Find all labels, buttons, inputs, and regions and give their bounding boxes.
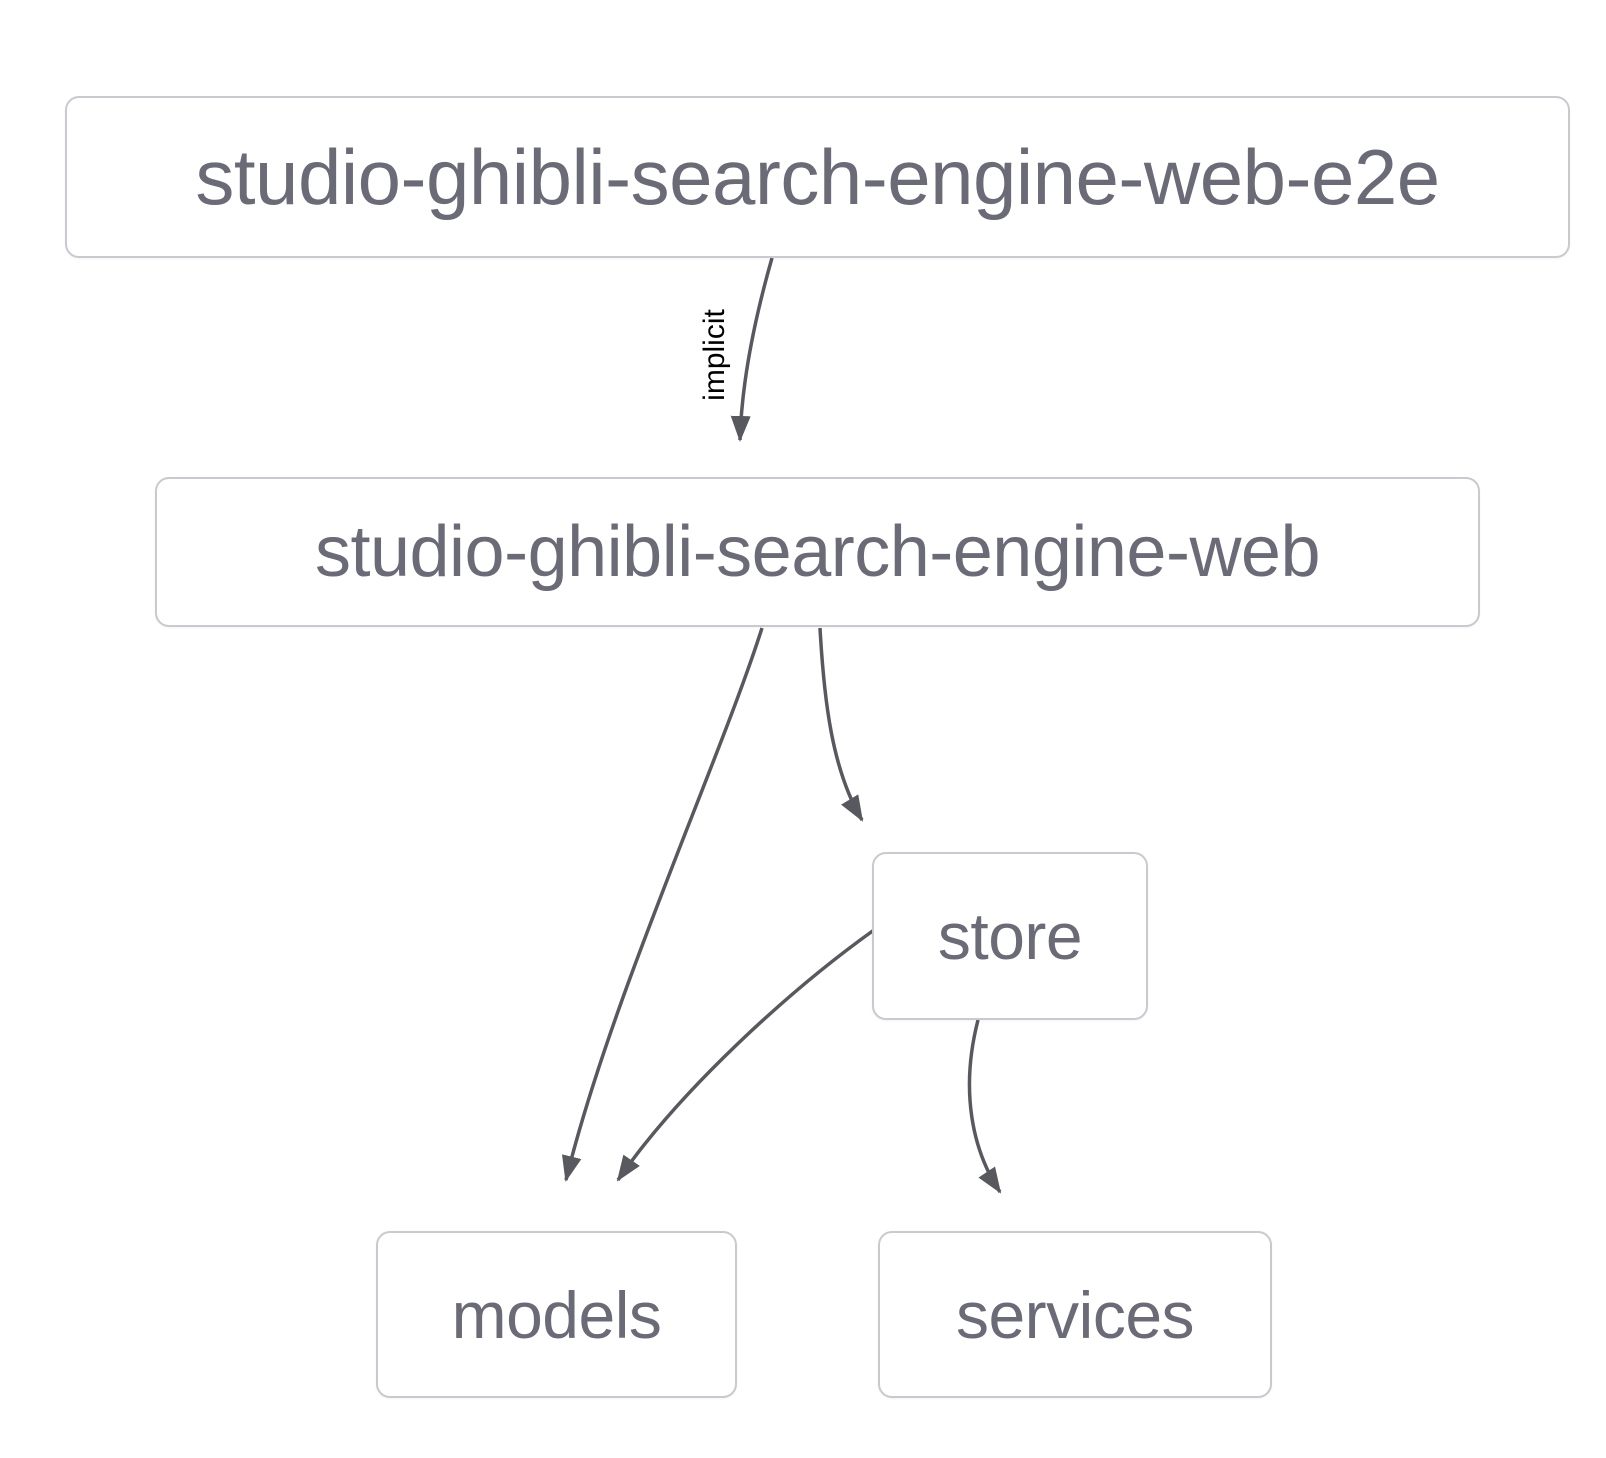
edge-store-to-services [967,1019,1002,1194]
graph-node-store[interactable]: store [872,852,1148,1020]
graph-node-studio-ghibli-search-engine-web-e2e[interactable]: studio-ghibli-search-engine-web-e2e [65,96,1570,258]
edge-store-to-models [616,928,876,1182]
graph-node-models[interactable]: models [376,1231,737,1398]
edge-label-implicit-text: implicit [697,309,731,401]
graph-node-label: studio-ghibli-search-engine-web [314,512,1321,592]
edge-label-implicit: implicit [655,290,775,420]
graph-node-services[interactable]: services [878,1231,1272,1398]
edge-web-to-models [561,627,764,1182]
graph-node-studio-ghibli-search-engine-web[interactable]: studio-ghibli-search-engine-web [155,477,1480,627]
graph-node-label: studio-ghibli-search-engine-web-e2e [195,132,1440,221]
graph-node-label: models [451,1277,662,1352]
graph-node-label: services [955,1277,1195,1352]
graph-node-label: store [937,899,1083,973]
edge-e2e-to-web [730,257,774,442]
edge-web-to-store [818,627,864,822]
